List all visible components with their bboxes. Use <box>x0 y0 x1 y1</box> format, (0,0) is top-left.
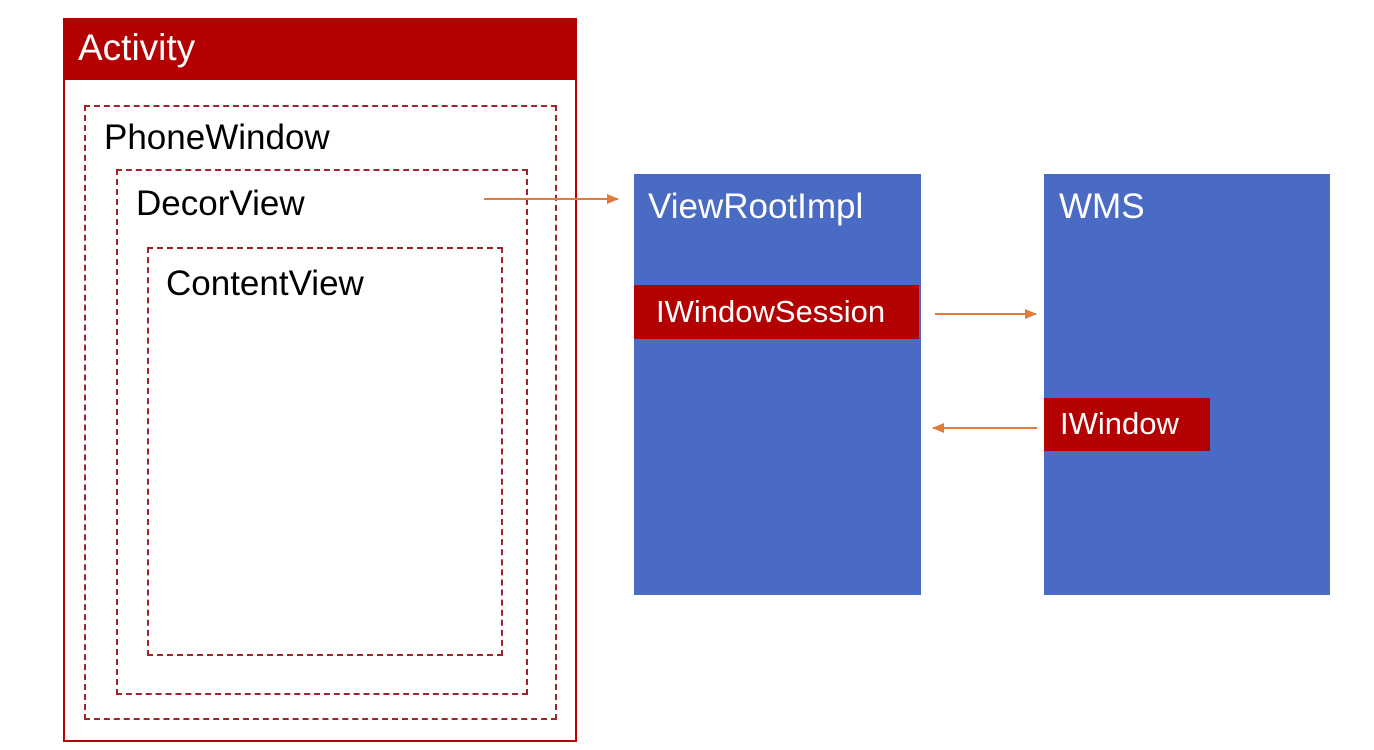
phone-window-label: PhoneWindow <box>104 118 330 157</box>
decor-view-box <box>116 169 528 695</box>
iwindow-bar <box>1044 398 1210 451</box>
iwindowsession-label: IWindowSession <box>656 294 886 329</box>
phone-window-box <box>84 105 557 720</box>
activity-title: Activity <box>78 27 196 68</box>
content-view-box <box>147 247 503 656</box>
iwindow-label: IWindow <box>1060 406 1179 441</box>
wms-title: WMS <box>1059 187 1145 226</box>
wms-panel <box>1044 174 1330 595</box>
activity-header <box>63 18 577 80</box>
content-view-label: ContentView <box>166 264 364 303</box>
view-root-impl-panel <box>634 174 921 595</box>
decor-view-label: DecorView <box>136 184 305 223</box>
view-root-impl-title: ViewRootImpl <box>648 187 864 226</box>
iwindowsession-bar <box>634 285 919 339</box>
